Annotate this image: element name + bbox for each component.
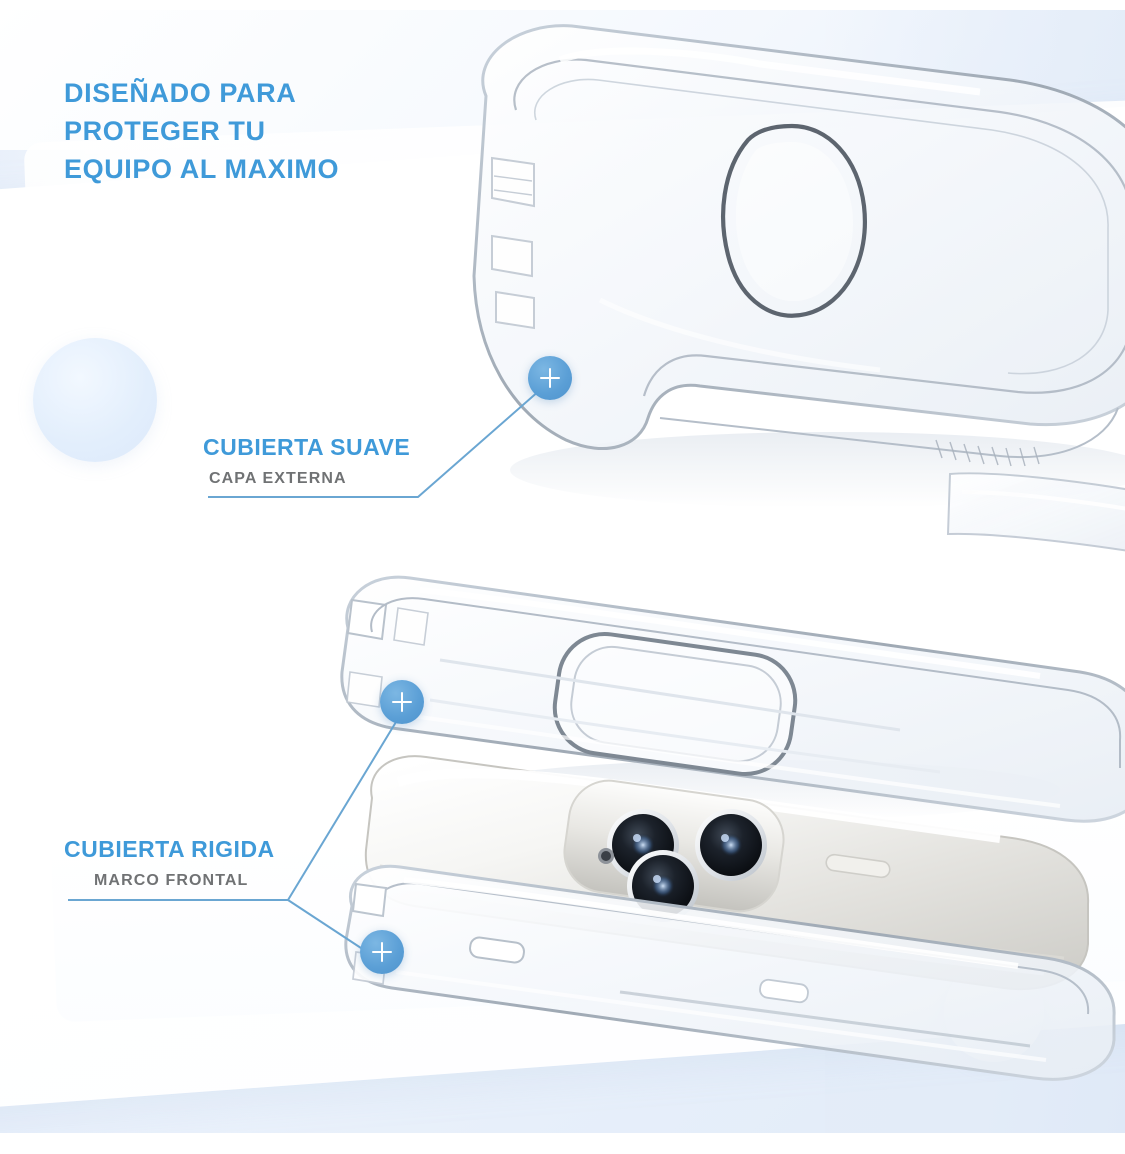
callout-rigid-cover: CUBIERTA RIGIDA MARCO FRONTAL [64,836,275,890]
bottom-white-strip [0,1133,1125,1154]
plus-marker-soft-cover[interactable] [528,356,572,400]
callout-soft-cover-title: CUBIERTA SUAVE [203,434,411,460]
headline-line-2: PROTEGER TU [64,116,266,146]
callout-soft-cover-subtitle: CAPA EXTERNA [209,470,347,487]
headline-line-3: EQUIPO AL MAXIMO [64,154,340,184]
top-white-strip [0,0,1125,10]
plus-marker-rigid-upper[interactable] [380,680,424,724]
callout-rigid-cover-title: CUBIERTA RIGIDA [64,836,275,862]
headline: DISEÑADO PARA PROTEGER TU EQUIPO AL MAXI… [64,74,494,188]
decorative-circle-large [33,338,157,462]
headline-line-1: DISEÑADO PARA [64,78,297,108]
callout-rigid-cover-subtitle: MARCO FRONTAL [94,872,249,889]
plus-marker-rigid-lower[interactable] [360,930,404,974]
callout-soft-cover: CUBIERTA SUAVE CAPA EXTERNA [203,434,410,488]
